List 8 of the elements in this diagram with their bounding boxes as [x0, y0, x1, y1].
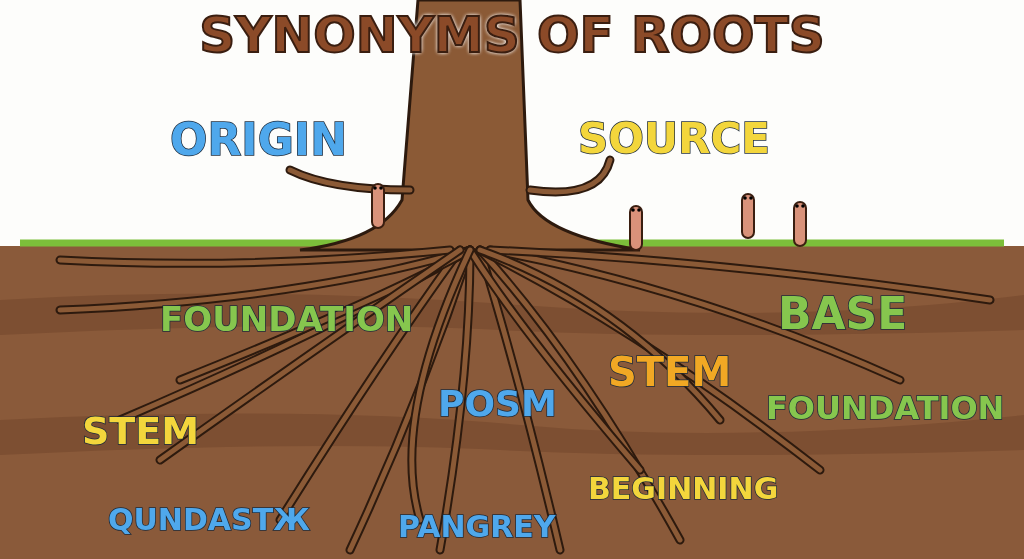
- synonym-word: SOURCE: [578, 118, 770, 160]
- synonym-word: PANGREY: [398, 512, 556, 542]
- synonym-word: ORIGIN: [170, 118, 347, 162]
- synonym-word: QUNDASTЖ: [108, 505, 310, 535]
- synonym-word: POSM: [438, 386, 557, 422]
- synonym-word: FOUNDATION: [766, 392, 1005, 424]
- synonym-word: BASE: [778, 292, 908, 336]
- synonym-word: STEM: [82, 412, 200, 450]
